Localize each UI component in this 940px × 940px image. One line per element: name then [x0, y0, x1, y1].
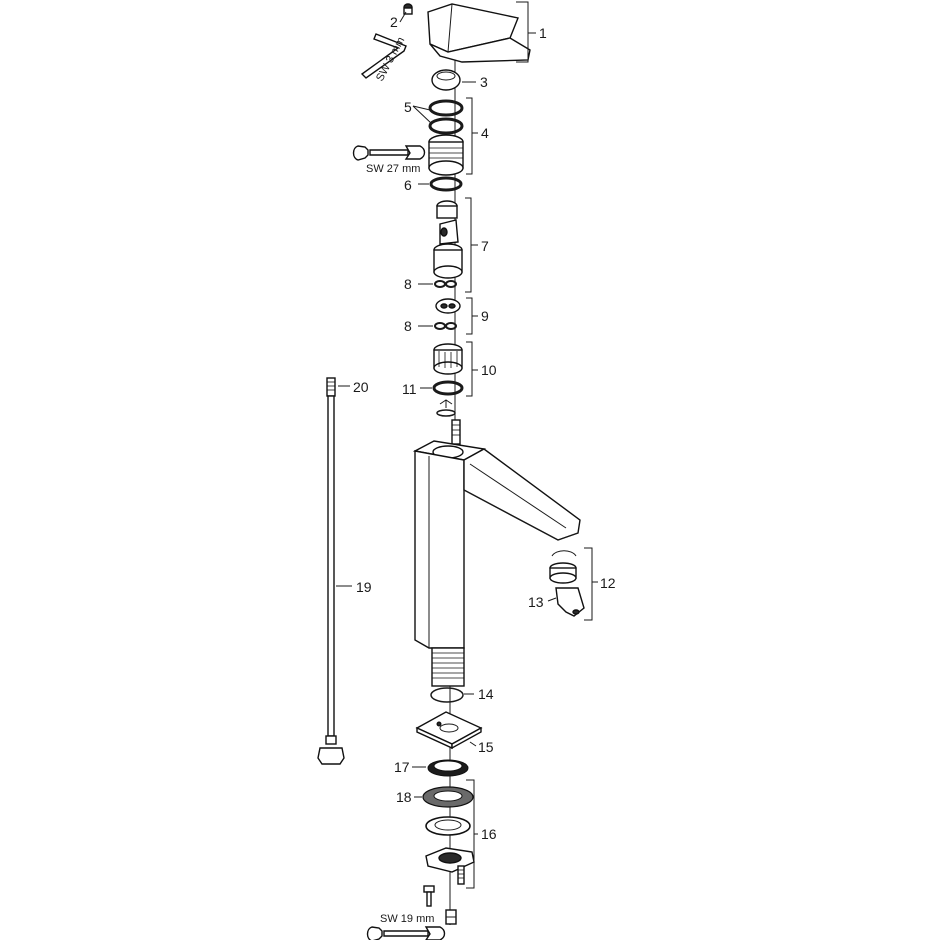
part-12-aerator [549, 550, 577, 584]
part-6-o-ring [429, 176, 463, 192]
part-2-grub-screw [403, 3, 413, 15]
retaining-clip [439, 399, 453, 408]
label-part-8-upper: 8 [404, 276, 412, 292]
label-part-2: 2 [390, 14, 398, 30]
part-15-base-plate [415, 711, 483, 750]
threaded-rod-nut [445, 909, 457, 925]
label-part-3: 3 [480, 74, 488, 90]
part-8-seal-lower [434, 322, 457, 330]
leader-5a [412, 105, 431, 111]
part-11-o-ring [432, 380, 464, 396]
label-part-19: 19 [356, 579, 372, 595]
part-8-seal-upper [434, 280, 457, 288]
label-part-8-lower: 8 [404, 318, 412, 334]
bracket-1 [516, 1, 529, 63]
bracket-10 [466, 341, 473, 397]
label-part-15: 15 [478, 739, 494, 755]
part-3-cover-ring [431, 69, 461, 91]
wrench-19-tool: SW 19 mm [366, 913, 446, 940]
part-20-hose-fitting [326, 377, 336, 397]
small-washer [436, 409, 456, 417]
wrench-19-size-label: SW 19 mm [380, 913, 434, 925]
wrench-27-tool: SW 27 mm [352, 145, 426, 175]
leader-15 [469, 741, 477, 747]
label-part-1: 1 [539, 25, 547, 41]
part-14-gasket [430, 687, 464, 703]
leader-5b [412, 105, 433, 125]
label-part-6: 6 [404, 177, 412, 193]
label-part-13: 13 [528, 594, 544, 610]
part-7-cartridge [433, 200, 463, 279]
bracket-7 [465, 197, 472, 293]
part-18-rubber-washer [422, 786, 474, 808]
label-part-14: 14 [478, 686, 494, 702]
label-part-20: 20 [353, 379, 369, 395]
label-part-7: 7 [481, 238, 489, 254]
label-part-18: 18 [396, 789, 412, 805]
part-10-base-insert [433, 343, 463, 375]
fixing-screw [423, 885, 435, 907]
label-part-10: 10 [481, 362, 497, 378]
bracket-9 [466, 297, 473, 335]
part-4-threaded-sleeve [428, 134, 464, 176]
label-part-11: 11 [402, 381, 417, 397]
label-part-5: 5 [404, 99, 412, 115]
part-17-seal-ring [427, 759, 469, 777]
leader-13 [547, 597, 557, 602]
label-part-4: 4 [481, 125, 489, 141]
wrench-27-size-label: SW 27 mm [366, 163, 420, 175]
label-part-12: 12 [600, 575, 616, 591]
hex-key-tool: SW 3 mm [360, 33, 407, 83]
part-19-flexible-hose [317, 395, 345, 765]
part-16-fixing-set [425, 816, 475, 885]
faucet-body [412, 419, 581, 687]
label-part-17: 17 [394, 759, 410, 775]
part-1-lever-handle [427, 3, 531, 63]
part-9-valve-disc [435, 298, 461, 314]
label-part-9: 9 [481, 308, 489, 324]
bracket-4 [466, 97, 473, 175]
part-5-o-rings [428, 99, 464, 135]
label-part-16: 16 [481, 826, 497, 842]
bracket-12 [584, 547, 593, 621]
part-13-aerator-key [555, 587, 585, 617]
leader-2 [399, 11, 407, 23]
